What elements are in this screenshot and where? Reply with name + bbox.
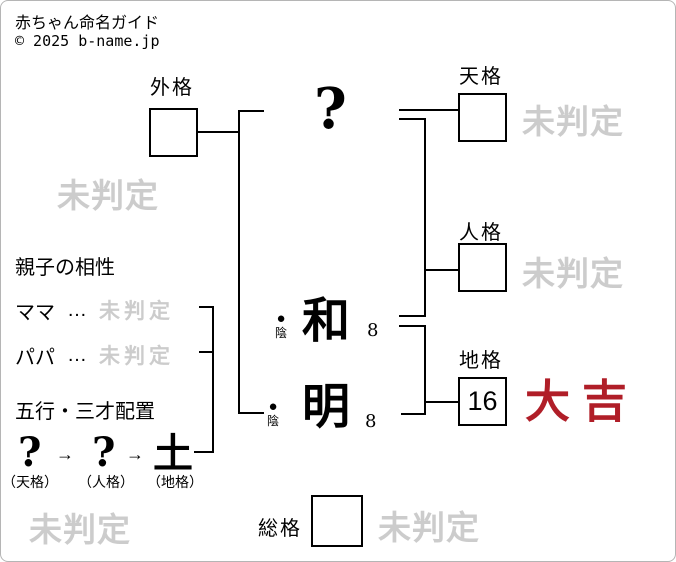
gogyou-chikaku-value: 土 bbox=[153, 430, 193, 477]
gogyou-tenkaku-value: ? bbox=[18, 429, 42, 476]
name-char1: 和 bbox=[302, 293, 351, 349]
name-char2: 明 bbox=[302, 379, 351, 435]
tenkaku-label: 天格 bbox=[459, 66, 503, 88]
site-title: 赤ちゃん命名ガイド bbox=[15, 13, 160, 32]
gogyou-connector-line bbox=[194, 451, 212, 453]
chikaku-value: 16 bbox=[467, 386, 498, 416]
gaikaku-value-box bbox=[149, 108, 198, 157]
jinkaku-bracket-vertical-line bbox=[424, 118, 426, 317]
surname-placeholder: ? bbox=[314, 76, 347, 142]
tenkaku-result-watermark: 未判定 bbox=[522, 102, 624, 141]
copyright-text: © 2025 b-name.jp bbox=[15, 32, 160, 50]
yin-dot-icon: ● bbox=[276, 310, 286, 327]
gogyou-chikaku-label: （地格） bbox=[147, 474, 203, 490]
name-char1-yinyang-marker: ● 陰 bbox=[275, 311, 287, 339]
chikaku-value-box: 16 bbox=[458, 377, 507, 426]
arrow-right-icon: → bbox=[126, 444, 144, 464]
name-char2-yinyang-marker: ● 陰 bbox=[267, 399, 279, 427]
mama-label: ママ bbox=[15, 301, 55, 324]
name-char1-strokes: 8 bbox=[367, 320, 379, 341]
name-char2-strokes: 8 bbox=[365, 411, 377, 432]
chikaku-bracket-top-tick bbox=[399, 325, 426, 327]
tenkaku-value-box bbox=[458, 93, 507, 142]
bottom-watermark: 未判定 bbox=[29, 510, 131, 549]
soukaku-result-watermark: 未判定 bbox=[378, 508, 480, 547]
gaikaku-connector-line bbox=[198, 131, 239, 133]
jinkaku-bracket-top-tick bbox=[399, 118, 426, 120]
chikaku-result-daikichi: 大吉 bbox=[525, 375, 640, 428]
jinkaku-value-box bbox=[458, 243, 507, 292]
chikaku-label: 地格 bbox=[459, 350, 503, 372]
outer-bracket-top-tick bbox=[240, 110, 264, 112]
chikaku-connector-line bbox=[426, 401, 458, 403]
outer-bracket-vertical-line bbox=[238, 110, 240, 414]
ellipsis: … bbox=[67, 343, 87, 366]
arrow-right-icon: → bbox=[56, 444, 74, 464]
gaikaku-result-watermark: 未判定 bbox=[57, 176, 159, 215]
outer-bracket-bottom-tick bbox=[240, 412, 264, 414]
jinkaku-connector-line bbox=[426, 269, 458, 271]
compatibility-title: 親子の相性 bbox=[15, 257, 115, 279]
gogyou-title: 五行・三才配置 bbox=[15, 401, 155, 423]
jinkaku-bracket-bottom-tick bbox=[399, 315, 426, 317]
chikaku-bracket-bottom-tick bbox=[401, 413, 424, 415]
papa-label: パパ bbox=[15, 346, 55, 369]
gogyou-tenkaku-label: （天格） bbox=[2, 474, 58, 490]
mama-connector-line bbox=[199, 306, 212, 308]
mama-result: 未判定 bbox=[99, 298, 174, 323]
yin-label: 陰 bbox=[267, 414, 280, 428]
yin-label: 陰 bbox=[275, 326, 288, 340]
jinkaku-label: 人格 bbox=[459, 222, 503, 244]
soukaku-label: 総格 bbox=[258, 518, 302, 540]
chikaku-bracket-vertical-line bbox=[424, 325, 426, 415]
papa-result: 未判定 bbox=[99, 343, 174, 368]
ellipsis: … bbox=[67, 298, 87, 321]
gaikaku-label: 外格 bbox=[150, 77, 194, 99]
parent-bracket-vertical-line bbox=[212, 306, 214, 453]
tenkaku-connector-line bbox=[399, 109, 458, 111]
papa-connector-line bbox=[199, 351, 212, 353]
compatibility-row-papa: パパ … 未判定 bbox=[15, 340, 174, 370]
gogyou-jinkaku-value: ? bbox=[92, 429, 116, 476]
jinkaku-result-watermark: 未判定 bbox=[522, 254, 624, 293]
yin-dot-icon: ● bbox=[268, 398, 278, 415]
compatibility-row-mama: ママ … 未判定 bbox=[15, 295, 174, 325]
soukaku-value-box bbox=[311, 495, 363, 547]
gogyou-jinkaku-label: （人格） bbox=[78, 474, 134, 490]
